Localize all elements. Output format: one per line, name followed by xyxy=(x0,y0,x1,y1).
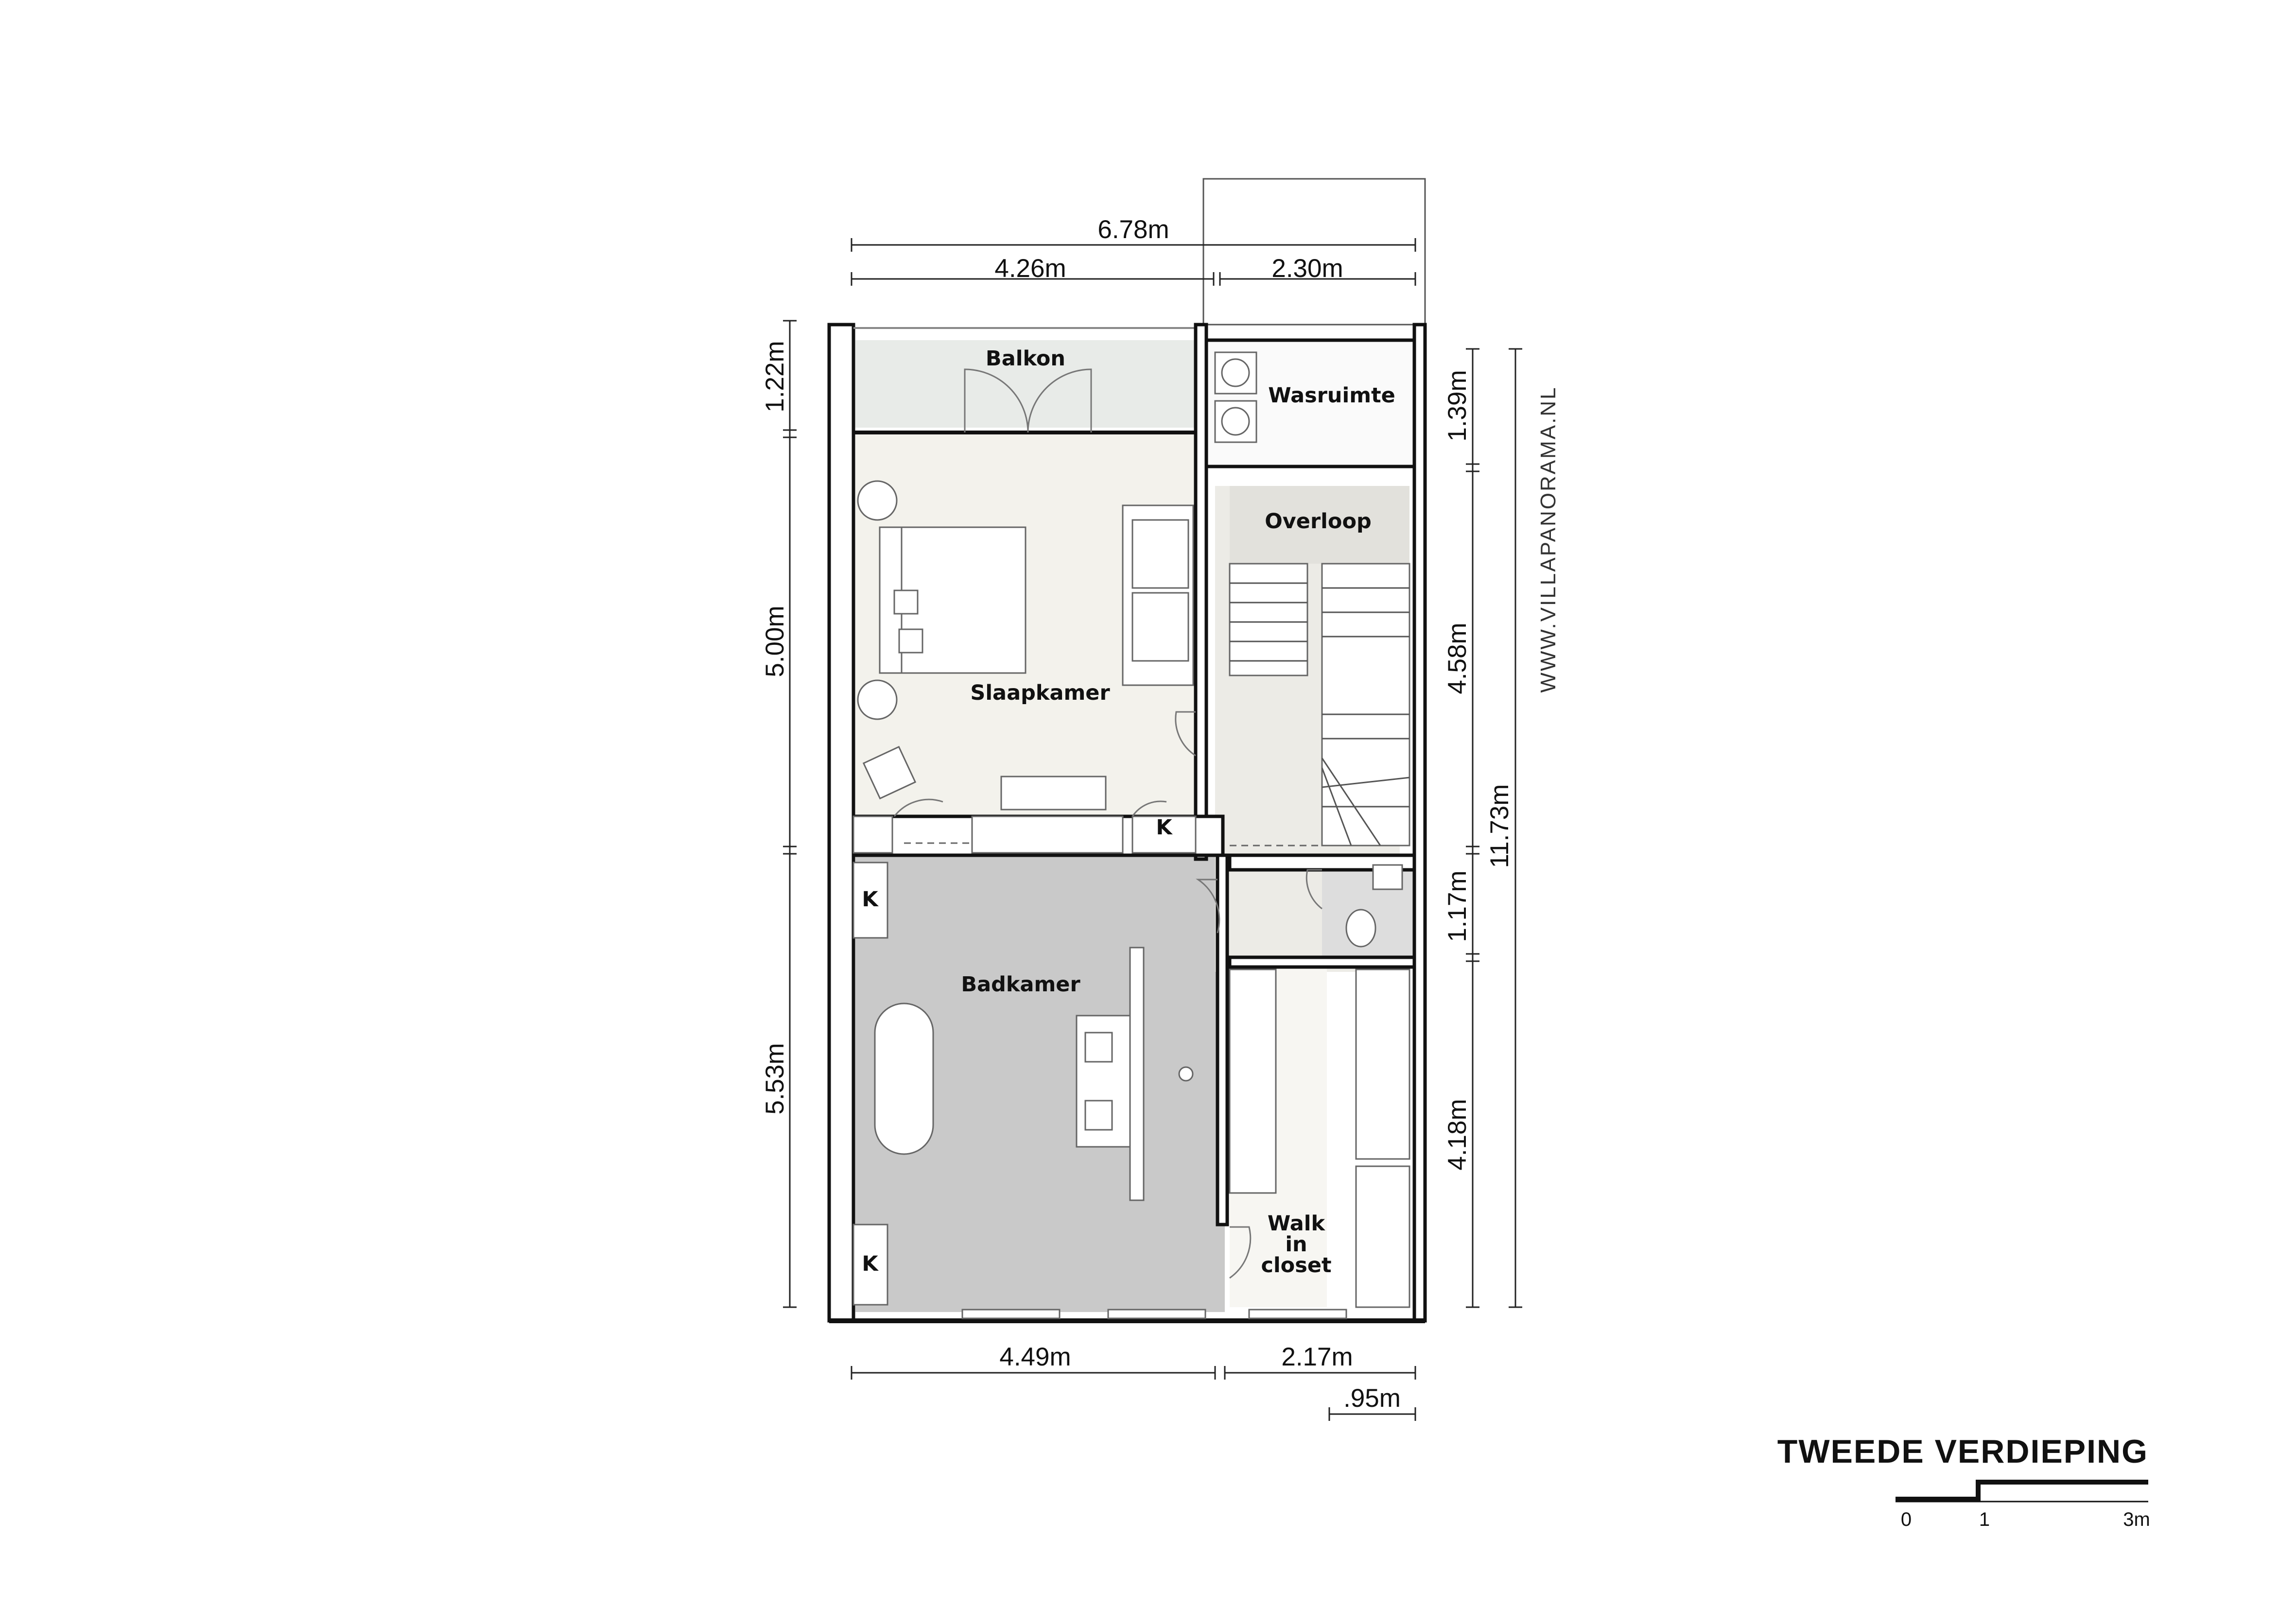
landing-floor xyxy=(1230,486,1409,564)
label-wasruimte: Wasruimte xyxy=(1268,383,1395,408)
closet-right-top xyxy=(1355,968,1410,1160)
svg-text:6.78m: 6.78m xyxy=(1097,215,1169,244)
dim-bottom-right: 2.17m xyxy=(1224,1343,1416,1380)
dim-bottom-small: .95m xyxy=(1328,1384,1416,1421)
closet-right-bottom xyxy=(1355,1165,1410,1308)
toilet xyxy=(1345,909,1376,948)
scale-label-3m: 3m xyxy=(2123,1509,2150,1530)
svg-text:2.30m: 2.30m xyxy=(1271,254,1343,283)
pillow-1 xyxy=(893,589,919,615)
dim-right-4: 4.18m xyxy=(1443,1099,1472,1170)
dim-right-2: 4.58m xyxy=(1443,622,1472,694)
label-walk: Walk xyxy=(1268,1211,1326,1236)
pillow-2 xyxy=(898,628,923,654)
svg-text:4.49m: 4.49m xyxy=(999,1343,1071,1371)
page-title: TWEEDE VERDIEPING xyxy=(1777,1433,2148,1470)
svg-text:.95m: .95m xyxy=(1343,1384,1401,1413)
dim-top-left: 4.26m xyxy=(851,254,1215,286)
armchair xyxy=(862,745,917,800)
label-slaapkamer: Slaapkamer xyxy=(970,681,1110,705)
scale-label-1: 1 xyxy=(1979,1509,1990,1530)
closet-door xyxy=(1229,1226,1252,1279)
label-in: in xyxy=(1285,1232,1307,1257)
bedroom-door xyxy=(1175,711,1196,757)
nightstand-bottom xyxy=(857,679,898,720)
wall-right xyxy=(1412,323,1427,1323)
dim-top-total: 6.78m xyxy=(851,215,1416,252)
wardrobe-left xyxy=(852,815,893,854)
svg-text:2.17m: 2.17m xyxy=(1281,1343,1353,1371)
website-label: WWW.VILLAPANORAMA.NL xyxy=(1536,386,1560,692)
sofa-cushion-2 xyxy=(1131,592,1189,662)
wall-mid-top xyxy=(1194,323,1208,861)
svg-text:4.26m: 4.26m xyxy=(994,254,1066,283)
wardrobe-door-right xyxy=(1131,800,1167,817)
label-badkamer: Badkamer xyxy=(961,972,1080,997)
label-closet: closet xyxy=(1261,1253,1331,1278)
label-overloop: Overloop xyxy=(1265,509,1372,534)
shower-wall xyxy=(1129,947,1145,1201)
label-balkon: Balkon xyxy=(986,346,1065,371)
dim-left-2: 5.00m xyxy=(761,605,789,677)
svg-text:11.73m: 11.73m xyxy=(1485,784,1514,868)
wall-left xyxy=(827,323,855,1323)
bathroom-door xyxy=(1196,879,1220,933)
dim-left-1: 1.22m xyxy=(761,341,789,412)
window-bottom-3 xyxy=(1248,1309,1347,1319)
window-bottom-2 xyxy=(1107,1309,1206,1319)
sofa-cushion-1 xyxy=(1131,519,1189,589)
sink-1 xyxy=(1084,1032,1113,1063)
desk xyxy=(1000,776,1107,811)
dim-right-total: 11.73m xyxy=(1485,348,1522,1308)
staircase xyxy=(1229,563,1410,847)
wardrobe-mid xyxy=(971,815,1124,854)
dim-bottom-left: 4.49m xyxy=(851,1343,1216,1380)
dim-left: 1.22m 5.00m 5.53m xyxy=(761,320,797,1308)
label-k-left-2: K xyxy=(862,1252,879,1276)
nightstand-top xyxy=(857,480,898,521)
toilet-sink xyxy=(1372,864,1403,890)
cupboard-k-left-1 xyxy=(852,862,888,939)
shower-head xyxy=(1178,1066,1194,1082)
balcony-door-right xyxy=(1027,368,1092,433)
cupboard-k-top xyxy=(1131,815,1197,854)
dim-right-3: 1.17m xyxy=(1443,870,1472,942)
window-bottom-1 xyxy=(961,1309,1061,1319)
scale-bar: 0 1 3m xyxy=(1896,1480,2150,1530)
wall-closet-top xyxy=(1228,955,1416,969)
label-k-top: K xyxy=(1156,815,1173,840)
bathtub xyxy=(874,1002,934,1155)
toilet-door xyxy=(1305,869,1322,910)
sink-2 xyxy=(1084,1100,1113,1131)
dim-right: 1.39m 4.58m 1.17m 4.18m xyxy=(1443,348,1479,1308)
terrace-outline xyxy=(1202,178,1426,326)
dim-left-3: 5.53m xyxy=(761,1043,789,1114)
wardrobe-door-left xyxy=(893,798,943,817)
closet-left xyxy=(1229,968,1277,1194)
dim-right-1: 1.39m xyxy=(1443,370,1472,441)
dim-top-right: 2.30m xyxy=(1219,254,1416,286)
balcony-door-left xyxy=(964,368,1029,433)
label-k-left-1: K xyxy=(862,887,879,912)
scale-label-0: 0 xyxy=(1901,1509,1912,1530)
cupboard-k-left-2 xyxy=(852,1224,888,1306)
